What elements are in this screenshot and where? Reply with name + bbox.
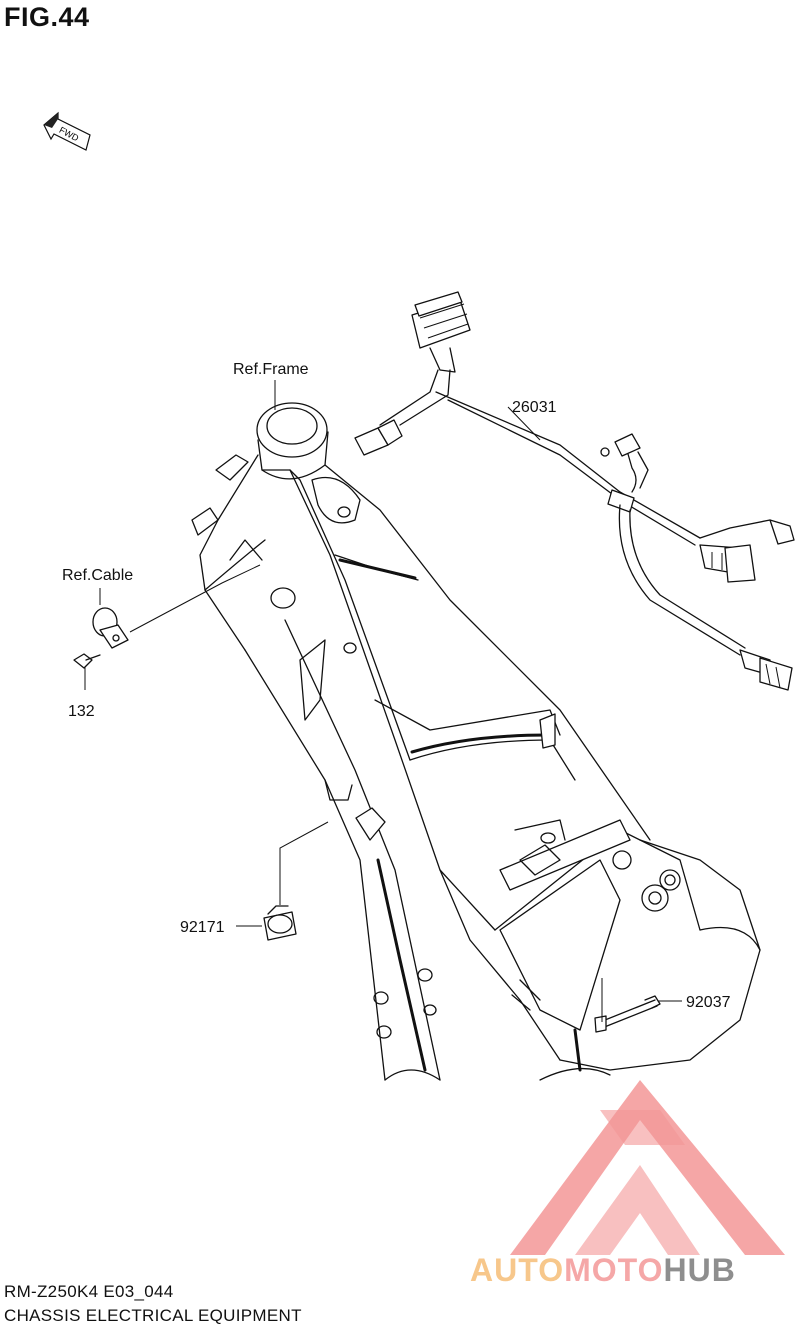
label-ref-frame: Ref.Frame (233, 361, 309, 378)
band-92037-icon (594, 995, 661, 1033)
label-92037: 92037 (686, 994, 731, 1011)
watermark-logo (510, 1080, 785, 1255)
frame-drawing (191, 402, 761, 1081)
figure-title: FIG.44 (4, 2, 90, 32)
label-ref-cable: Ref.Cable (62, 567, 133, 584)
label-92171: 92171 (180, 919, 225, 936)
watermark-part1: AUTO (470, 1252, 565, 1288)
leader-lines (84, 380, 682, 1022)
watermark-part2: MOTO (564, 1252, 664, 1288)
clamp-92171-icon (263, 905, 297, 941)
watermark-part3: HUB (663, 1252, 736, 1288)
label-26031: 26031 (512, 399, 557, 416)
wiring-harness-26031 (354, 291, 795, 691)
cable-clamp (92, 607, 129, 649)
watermark-text: AUTOMOTOHUB (470, 1252, 736, 1289)
label-132: 132 (68, 703, 95, 720)
forward-arrow-icon: FWD (43, 111, 91, 151)
figure-caption: CHASSIS ELECTRICAL EQUIPMENT (4, 1306, 302, 1325)
model-code: RM-Z250K4 E03_044 (4, 1282, 174, 1301)
bolt-132-icon (73, 653, 101, 669)
